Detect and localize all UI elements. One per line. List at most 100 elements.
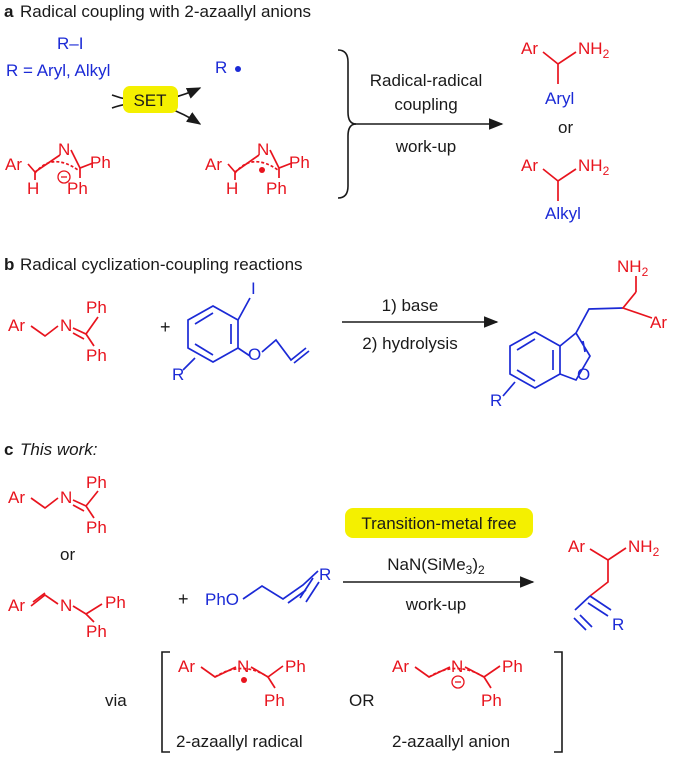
panel-a-title: Radical coupling with 2-azaallyl anions xyxy=(20,2,311,21)
svg-text:Ph: Ph xyxy=(502,657,523,676)
svg-text:Ar: Ar xyxy=(5,155,22,174)
reagent-nahmds: NaN(SiMe3)2 xyxy=(387,555,485,577)
svg-text:Ph: Ph xyxy=(67,179,88,198)
svg-text:Ph: Ph xyxy=(86,473,107,492)
radical-dot-icon xyxy=(235,66,241,72)
plus-sign-b: + xyxy=(160,317,171,337)
svg-text:Ph: Ph xyxy=(86,622,107,641)
azaallyl-radical-a: Ar H N Ph Ph xyxy=(205,140,310,198)
radical-dot-icon xyxy=(241,677,247,683)
svg-text:Ph: Ph xyxy=(266,179,287,198)
svg-text:Ar: Ar xyxy=(178,657,195,676)
svg-text:Ph: Ph xyxy=(90,153,111,172)
or-label-c: or xyxy=(60,545,75,564)
svg-text:O: O xyxy=(248,345,261,364)
svg-text:N: N xyxy=(58,140,70,159)
panel-c-letter: c xyxy=(4,440,13,459)
svg-text:Ph: Ph xyxy=(86,518,107,537)
svg-text:R: R xyxy=(172,365,184,384)
svg-text:Ar: Ar xyxy=(568,537,585,556)
svg-text:Ar: Ar xyxy=(521,156,538,175)
r-definition: R = Aryl, Alkyl xyxy=(6,61,110,80)
set-label: SET xyxy=(133,91,166,110)
panel-b: b Radical cyclization-coupling reactions… xyxy=(4,255,667,410)
svg-text:N: N xyxy=(60,596,72,615)
svg-text:Ar: Ar xyxy=(650,313,667,332)
radical-r-label: R xyxy=(215,58,227,77)
svg-text:N: N xyxy=(451,657,463,676)
svg-text:Ph: Ph xyxy=(86,298,107,317)
panel-c-title: This work: xyxy=(20,440,98,459)
svg-text:I: I xyxy=(251,279,256,298)
transition-metal-free-label: Transition-metal free xyxy=(361,514,516,533)
svg-text:N: N xyxy=(237,657,249,676)
svg-text:N: N xyxy=(60,316,72,335)
allyl-ether-substrate: PhO R xyxy=(205,565,331,609)
product-aryl: Ar NH2 Aryl or xyxy=(521,39,610,137)
svg-text:N: N xyxy=(60,488,72,507)
curly-bracket-a xyxy=(337,49,357,199)
svg-text:NH2: NH2 xyxy=(578,39,610,61)
svg-text:Ph: Ph xyxy=(105,593,126,612)
svg-text:NH2: NH2 xyxy=(617,257,649,279)
svg-text:work-up: work-up xyxy=(405,595,466,614)
product-alkyl: Ar NH2 Alkyl xyxy=(521,156,610,223)
svg-text:PhO: PhO xyxy=(205,590,239,609)
negative-charge-icon xyxy=(57,170,71,184)
svg-text:Radical-radical: Radical-radical xyxy=(370,71,482,90)
imine-c-top: Ar N Ph Ph xyxy=(8,473,107,537)
bracket-left xyxy=(161,651,170,753)
plus-sign-c: + xyxy=(178,589,189,609)
svg-text:Ar: Ar xyxy=(8,488,25,507)
radical-dot-icon xyxy=(259,167,265,173)
set-badge xyxy=(123,86,178,113)
bracket-right xyxy=(554,651,563,753)
svg-text:Ph: Ph xyxy=(264,691,285,710)
via-label: via xyxy=(105,691,127,710)
imine-b: Ar N Ph Ph xyxy=(8,298,107,365)
svg-text:Ar: Ar xyxy=(521,39,538,58)
svg-text:Ar: Ar xyxy=(205,155,222,174)
svg-text:Ph: Ph xyxy=(481,691,502,710)
svg-text:Alkyl: Alkyl xyxy=(545,204,581,223)
svg-text:work-up: work-up xyxy=(395,137,456,156)
imine-c-bottom: Ar N Ph Ph xyxy=(8,592,126,641)
svg-text:R: R xyxy=(612,615,624,634)
panel-c: c This work: Ar N Ph Ph or Ar N Ph Ph + … xyxy=(4,440,660,753)
svg-text:R: R xyxy=(490,391,502,410)
svg-text:H: H xyxy=(226,179,238,198)
transition-metal-free-badge xyxy=(345,508,533,538)
benzofuran-product: O R NH2 Ar xyxy=(490,257,667,410)
azaallyl-anion-a: Ar H N Ph Ph xyxy=(5,140,111,198)
panel-b-letter: b xyxy=(4,255,14,274)
panel-b-title: Radical cyclization-coupling reactions xyxy=(20,255,303,274)
negative-charge-icon xyxy=(451,675,465,689)
azaallyl-anion-c: Ar N Ph Ph xyxy=(392,657,523,710)
svg-text:Ph: Ph xyxy=(289,153,310,172)
allenyl-ether-substrate: I O R xyxy=(172,279,310,384)
panel-a: a Radical coupling with 2-azaallyl anion… xyxy=(4,2,610,223)
svg-text:NH2: NH2 xyxy=(578,156,610,178)
svg-text:Ar: Ar xyxy=(392,657,409,676)
svg-text:Ar: Ar xyxy=(8,596,25,615)
azaallyl-radical-c: Ar N Ph Ph xyxy=(178,657,306,710)
radical-caption: 2-azaallyl radical xyxy=(176,732,303,751)
svg-text:or: or xyxy=(558,118,573,137)
svg-text:Ph: Ph xyxy=(86,346,107,365)
svg-text:N: N xyxy=(257,140,269,159)
svg-text:H: H xyxy=(27,179,39,198)
svg-text:O: O xyxy=(577,365,590,384)
anion-caption: 2-azaallyl anion xyxy=(392,732,510,751)
homoallylic-amine-product: Ar NH2 R xyxy=(568,537,660,634)
or-caps-label: OR xyxy=(349,691,375,710)
svg-text:Ph: Ph xyxy=(285,657,306,676)
reagent-r-i: R–I xyxy=(57,34,83,53)
svg-text:NH2: NH2 xyxy=(628,537,660,559)
svg-text:1) base: 1) base xyxy=(382,296,439,315)
panel-a-letter: a xyxy=(4,2,14,21)
svg-text:coupling: coupling xyxy=(394,95,457,114)
svg-text:R: R xyxy=(319,565,331,584)
svg-text:2) hydrolysis: 2) hydrolysis xyxy=(362,334,457,353)
svg-text:Aryl: Aryl xyxy=(545,89,574,108)
